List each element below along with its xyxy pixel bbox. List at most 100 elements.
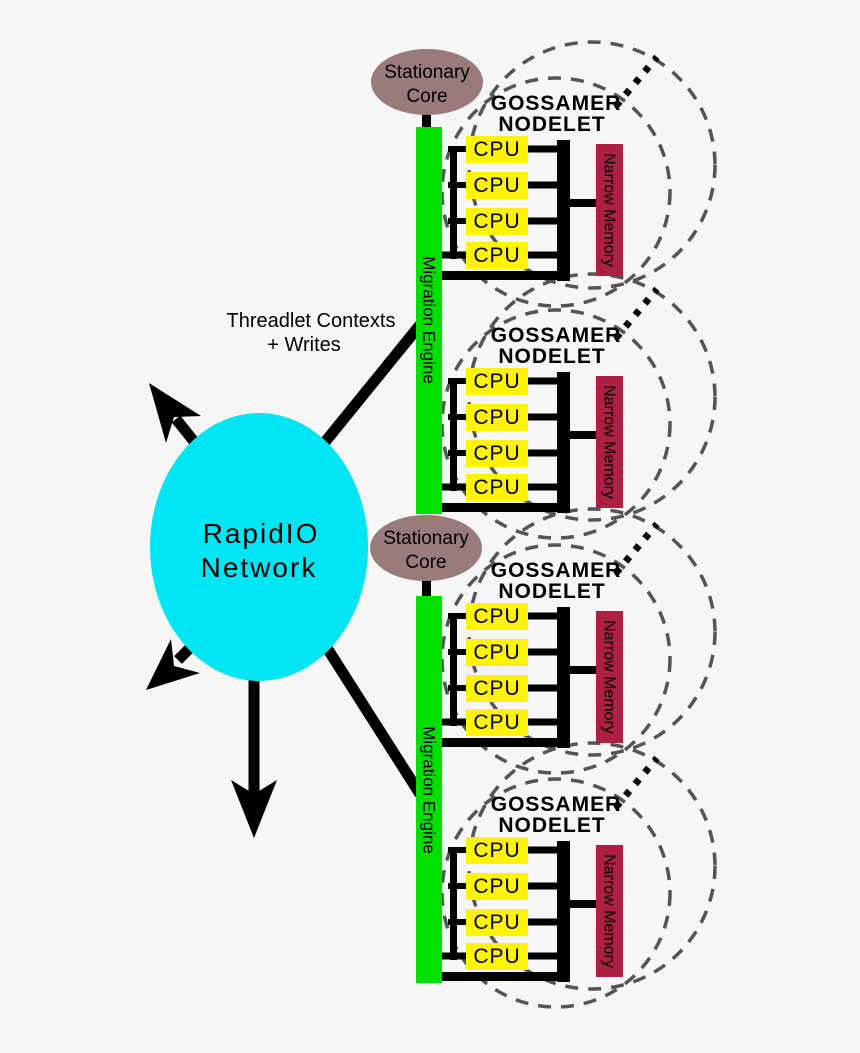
core-1-to-engine-stub	[422, 108, 431, 130]
narrow-memory-box	[596, 144, 623, 276]
cpu-label: CPU	[473, 839, 520, 862]
stationary-core-1-ellipse	[371, 49, 483, 115]
cpu-box	[466, 440, 528, 467]
nodelet-title-line2: NODELET	[498, 113, 605, 136]
cpu-box	[466, 943, 528, 970]
cpu-label: CPU	[473, 875, 520, 898]
cpu-label: CPU	[473, 442, 520, 465]
narrow-memory-box	[596, 611, 623, 743]
cpu-box	[466, 909, 528, 936]
engine-to-bus-bottom-link	[442, 972, 570, 981]
cpu-box	[466, 404, 528, 431]
arrow-up-left-icon	[149, 383, 205, 453]
stationary-core-2-label-line2: Core	[405, 552, 446, 573]
cpu-label: CPU	[473, 677, 520, 700]
cpu-box	[466, 709, 528, 736]
cpu-memory-bus	[557, 140, 570, 281]
cpu-label: CPU	[473, 911, 520, 934]
gossamer-nodelet-1: CPU CPU CPU CPU Narrow Memory GOSSAMER N…	[441, 92, 623, 281]
core-2-to-engine-stub	[422, 574, 431, 598]
network-to-engine-1-link	[320, 321, 425, 446]
migration-engine-2-label: Migration Engine	[420, 726, 439, 854]
nodelet-4-boundary-outer	[467, 741, 717, 991]
cpu-label: CPU	[473, 174, 520, 197]
cpu-label: CPU	[473, 711, 520, 734]
rapidio-network-ellipse	[150, 413, 368, 681]
rapidio-network-label-line1: RapidIO	[203, 518, 320, 549]
cpu-label: CPU	[473, 210, 520, 233]
cpu-memory-bus	[557, 841, 570, 982]
stationary-core-2-label-line1: Stationary	[383, 528, 469, 549]
nodelet-title-line1: GOSSAMER	[491, 92, 622, 115]
cpu-label: CPU	[473, 476, 520, 499]
engine-to-bus-bottom-link	[442, 271, 570, 280]
cpu-label: CPU	[473, 605, 520, 628]
gossamer-nodelet-2: CPU CPU CPU CPU Narrow Memory GOSSAMER N…	[441, 324, 623, 513]
cpu-box	[466, 873, 528, 900]
rapidio-network: RapidIO Network	[150, 413, 368, 681]
narrow-memory-box	[596, 845, 623, 977]
cpu-label: CPU	[473, 641, 520, 664]
migration-engine-1: Migration Engine	[416, 127, 442, 514]
cpu-label: CPU	[473, 138, 520, 161]
cpu-label: CPU	[473, 370, 520, 393]
cpu-box	[466, 603, 528, 630]
annotation-line2: + Writes	[267, 334, 341, 356]
nodelet-title-line1: GOSSAMER	[491, 324, 622, 347]
narrow-memory-label: Narrow Memory	[601, 153, 618, 267]
narrow-memory-box	[596, 376, 623, 508]
cpu-label: CPU	[473, 244, 520, 267]
stationary-core-2: Stationary Core	[370, 515, 482, 598]
threadlet-annotation: Threadlet Contexts + Writes	[227, 310, 396, 356]
migration-engine-2: Migration Engine	[416, 596, 442, 983]
nodelet-title-line1: GOSSAMER	[491, 559, 622, 582]
stationary-core-1-label-line1: Stationary	[384, 62, 470, 83]
nodelet-2-continuation-dots-icon	[613, 286, 660, 341]
migration-engine-2-bar	[416, 596, 442, 983]
cpu-left-bus	[450, 147, 457, 259]
nodelet-3-boundary-outer	[467, 507, 717, 757]
narrow-memory-label: Narrow Memory	[601, 385, 618, 499]
gossamer-nodelet-4: CPU CPU CPU CPU Narrow Memory GOSSAMER N…	[441, 793, 623, 982]
nodelet-4-continuation-dots-icon	[613, 755, 660, 810]
engine-to-bus-bottom-link	[442, 503, 570, 512]
cpu-box	[466, 368, 528, 395]
stationary-core-1-label-line2: Core	[406, 86, 447, 107]
nodelet-title-line2: NODELET	[498, 580, 605, 603]
nodelet-2-boundary-outer	[467, 272, 717, 522]
migration-engine-1-bar	[416, 127, 442, 514]
stationary-core-2-ellipse	[370, 515, 482, 581]
nodelet-1-boundary-outer	[467, 40, 717, 290]
stationary-core-1: Stationary Core	[371, 49, 483, 130]
nodelet-title-line2: NODELET	[498, 345, 605, 368]
cpu-left-bus	[450, 848, 457, 960]
cpu-memory-bus	[557, 607, 570, 748]
cpu-box	[466, 172, 528, 199]
arrow-down-icon	[231, 665, 277, 838]
nodelet-title-line2: NODELET	[498, 814, 605, 837]
nodelet-title-line1: GOSSAMER	[491, 793, 622, 816]
cpu-left-bus	[450, 614, 457, 726]
cpu-box	[466, 474, 528, 501]
narrow-memory-label: Narrow Memory	[601, 620, 618, 734]
cpu-box	[466, 208, 528, 235]
cpu-box	[466, 136, 528, 163]
cpu-label: CPU	[473, 406, 520, 429]
nodelet-3-continuation-dots-icon	[613, 521, 660, 576]
cpu-label: CPU	[473, 945, 520, 968]
engine-to-bus-bottom-link	[442, 738, 570, 747]
narrow-memory-label: Narrow Memory	[601, 854, 618, 968]
cpu-box	[466, 242, 528, 269]
rapidio-network-label-line2: Network	[201, 552, 318, 583]
annotation-line1: Threadlet Contexts	[227, 310, 396, 332]
gossamer-nodelet-3: CPU CPU CPU CPU Narrow Memory GOSSAMER N…	[441, 559, 623, 748]
cpu-memory-bus	[557, 372, 570, 513]
nodelet-1-continuation-dots-icon	[613, 54, 660, 109]
cpu-box	[466, 675, 528, 702]
cpu-left-bus	[450, 379, 457, 491]
migration-engine-1-label: Migration Engine	[420, 256, 439, 384]
network-to-engine-2-link	[322, 645, 425, 797]
cpu-box	[466, 639, 528, 666]
